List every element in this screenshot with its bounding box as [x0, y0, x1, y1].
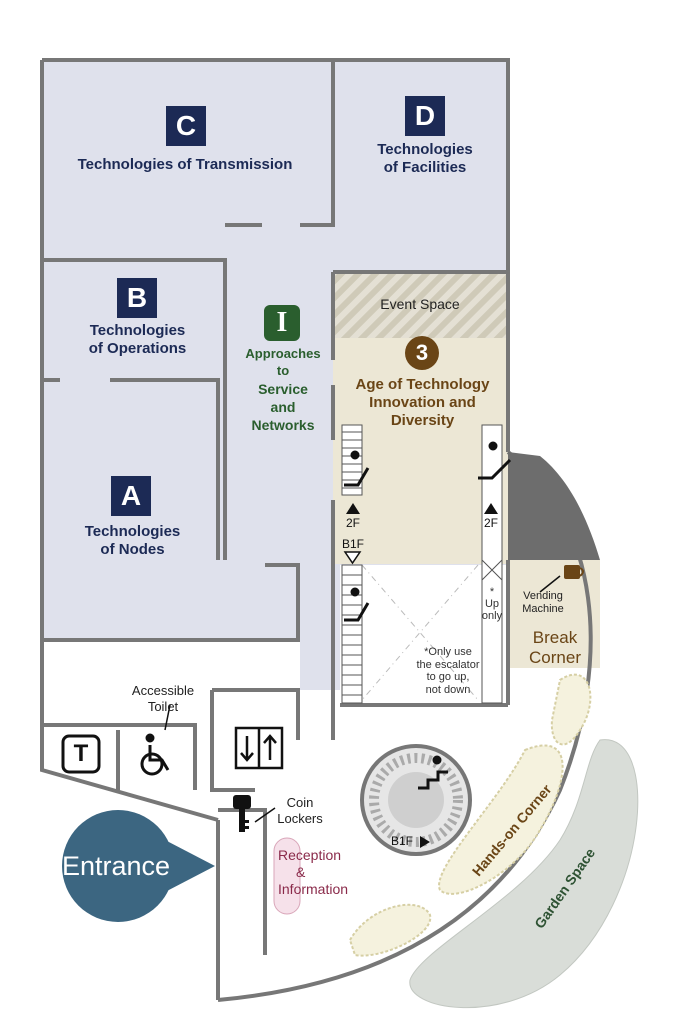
escalator-left-lower — [341, 564, 363, 704]
entrance-marker — [62, 810, 215, 922]
zone-c-title: Technologies of Transmission — [77, 156, 293, 173]
hands-on-corner-area — [348, 673, 592, 957]
up-arrow-icon — [346, 503, 360, 514]
zone-a-badge: A — [111, 476, 151, 516]
zone-i-title: Approaches to Service and Networks — [245, 346, 321, 434]
garden-space-area — [409, 739, 639, 1009]
zone-d-badge: D — [405, 96, 445, 136]
zone-d-title: Technologies of Facilities — [377, 141, 473, 176]
escalator-icon — [478, 441, 512, 480]
walls — [40, 58, 510, 1000]
floor-b1f-spiral: B1F — [390, 834, 413, 848]
coin-lockers-label: Coin Lockers — [277, 795, 323, 826]
zone-i-badge: I — [264, 305, 300, 341]
escalator-left-upper — [341, 424, 363, 496]
floor-2f-right: 2F — [483, 516, 498, 530]
t-sign-letter: T — [73, 740, 89, 767]
key-icon — [233, 795, 251, 832]
right-arrow-icon — [420, 836, 430, 848]
lower-void-area — [340, 565, 508, 705]
escalator-icon — [344, 587, 370, 622]
stairs-icon — [418, 755, 448, 790]
t-sign-icon — [61, 734, 101, 774]
coffee-cup-icon — [564, 565, 584, 579]
zone-b-title: Technologies of Operations — [88, 322, 187, 357]
event-space-label: Event Space — [380, 296, 460, 312]
vending-machine-label: Vending Machine — [522, 590, 564, 616]
zone-3-badge: 3 — [405, 336, 439, 370]
accessible-toilet-label: Accessible Toilet — [131, 683, 195, 714]
escalator-note: *Only use the escalator to go up, not do… — [416, 646, 480, 696]
floor-2f-left: 2F — [345, 516, 360, 530]
zone-3-title: Age of Technology Innovation and Diversi… — [355, 376, 490, 429]
break-corner-label: Break Corner — [529, 628, 581, 668]
zone-c-badge: C — [166, 106, 206, 146]
floor-b1f-top: B1F — [341, 537, 364, 551]
elevator-icon — [234, 726, 284, 770]
zone-b-badge: B — [117, 278, 157, 318]
reception-label: Reception & Information — [278, 847, 349, 897]
dark-wall-segment — [508, 452, 600, 560]
reception-desk — [273, 837, 301, 915]
zone-a-title: Technologies of Nodes — [84, 523, 181, 558]
event-space-area — [333, 272, 508, 338]
escalator-icon — [344, 450, 370, 487]
wheelchair-icon — [140, 733, 170, 776]
down-arrow-icon — [343, 551, 362, 565]
escalator-right — [481, 424, 503, 704]
entrance-label[interactable]: Entrance — [62, 851, 171, 881]
up-arrow-icon — [484, 503, 498, 514]
up-only-note: * Up only — [481, 586, 503, 623]
